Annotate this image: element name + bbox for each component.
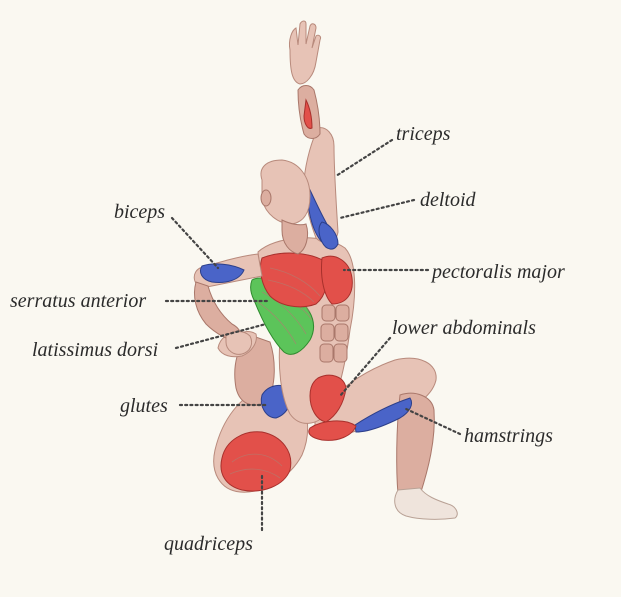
forearm-muscle — [303, 98, 313, 129]
raised-hand — [289, 20, 321, 85]
label-deltoid: deltoid — [420, 189, 477, 211]
deltoid-leader — [338, 198, 416, 220]
biceps-leader — [170, 216, 220, 270]
adductor-muscle — [308, 420, 357, 441]
lower-abdominals-muscle — [309, 374, 347, 423]
rectus-abdominis — [319, 304, 350, 363]
ear — [260, 189, 272, 207]
label-triceps: triceps — [396, 123, 451, 145]
pectoralis-major-muscle — [259, 252, 329, 308]
front-foot — [394, 487, 458, 520]
quadriceps-muscle — [220, 431, 292, 492]
label-hamstrings: hamstrings — [464, 425, 553, 447]
leader-lines — [164, 138, 462, 532]
label-serratus-anterior: serratus anterior — [10, 290, 146, 312]
label-glutes: glutes — [120, 395, 168, 417]
lower-abdominals-leader — [338, 336, 392, 398]
labels: triceps deltoid biceps pectoralis major … — [10, 123, 565, 555]
hamstrings-leader — [402, 406, 462, 436]
body-figure — [193, 20, 458, 520]
latissimus-dorsi-leader — [174, 322, 268, 350]
triceps-leader — [334, 138, 394, 178]
label-biceps: biceps — [114, 201, 165, 223]
biceps-muscle — [199, 263, 245, 283]
label-lower-abdominals: lower abdominals — [392, 317, 536, 339]
head — [260, 159, 311, 225]
bent-hand — [225, 331, 253, 355]
label-latissimus-dorsi: latissimus dorsi — [32, 339, 158, 361]
neck — [281, 219, 309, 255]
label-quadriceps: quadriceps — [164, 533, 253, 555]
pectoralis-major-right — [321, 255, 353, 305]
label-pectoralis-major: pectoralis major — [430, 261, 565, 283]
hamstrings-muscle — [354, 397, 413, 433]
deltoid-muscle — [318, 221, 339, 250]
